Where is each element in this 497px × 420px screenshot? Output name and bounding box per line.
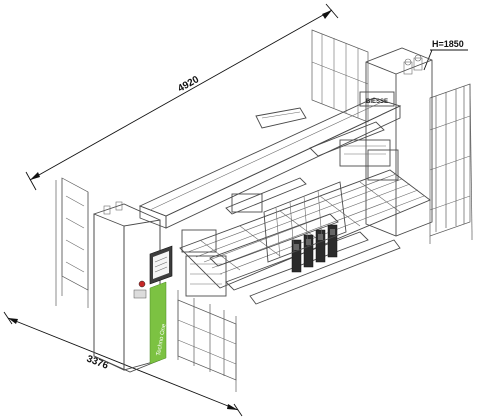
drill-head-1	[291, 239, 302, 273]
beam-logo: BIESSE	[366, 99, 388, 105]
length-dimension: 4920	[25, 3, 339, 191]
drill-head-3	[315, 229, 326, 263]
machine-feet	[55, 232, 473, 392]
emergency-stop-button[interactable]	[138, 280, 146, 288]
width-dimension: 3376	[3, 311, 243, 417]
right-guard	[429, 83, 473, 237]
rear-left-guard	[55, 177, 89, 300]
worktable	[179, 169, 431, 305]
front-guard	[177, 290, 237, 384]
head-carriages	[231, 139, 399, 263]
height-dimension: H=1850	[423, 39, 468, 71]
gantry-beam: BIESSE	[138, 91, 402, 229]
drill-head-2	[303, 234, 314, 268]
panel-brand-text: Techno One	[156, 323, 168, 357]
head-rail	[225, 121, 385, 215]
control-keypad[interactable]	[133, 289, 147, 299]
height-label: H=1850	[432, 39, 464, 49]
right-column	[365, 47, 433, 237]
aux-units	[181, 229, 227, 297]
control-cabinet: Techno One	[93, 201, 173, 373]
bed-slats	[187, 173, 425, 275]
length-label: 4920	[176, 74, 201, 95]
drill-head-4	[327, 224, 338, 258]
operating-units	[181, 121, 399, 297]
width-label: 3376	[85, 354, 110, 372]
rear-top-guard	[311, 29, 369, 123]
brand-panel	[149, 281, 167, 365]
